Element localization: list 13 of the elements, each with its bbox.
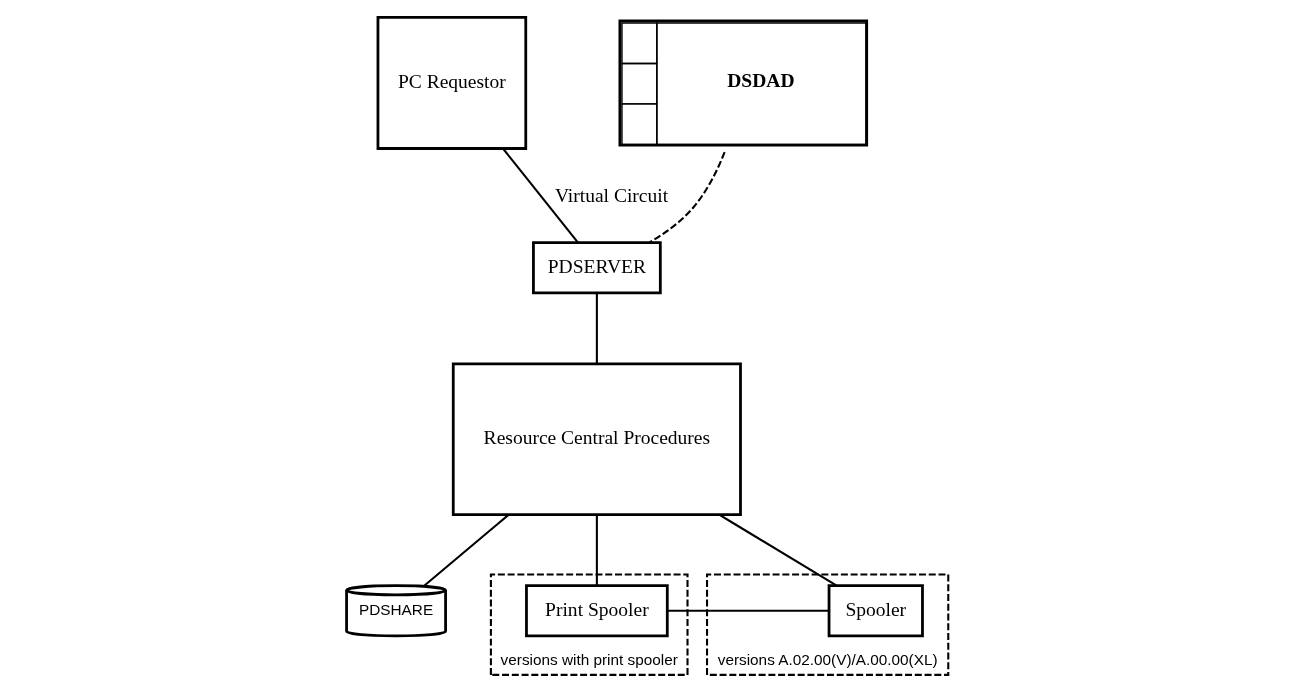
node-box: PDSERVER — [532, 241, 662, 295]
connector — [595, 292, 598, 364]
connector — [667, 609, 829, 612]
node-box: Resource Central Procedures — [451, 362, 742, 516]
node-box: Spooler — [827, 584, 924, 638]
connector — [502, 147, 579, 244]
edge-label: Virtual Circuit — [554, 185, 669, 207]
connector — [718, 513, 837, 587]
connector — [423, 513, 510, 587]
connector — [595, 514, 598, 586]
node-box: PC Requestor — [376, 16, 528, 150]
node-box: Print Spooler — [525, 584, 669, 638]
connector — [648, 151, 726, 244]
